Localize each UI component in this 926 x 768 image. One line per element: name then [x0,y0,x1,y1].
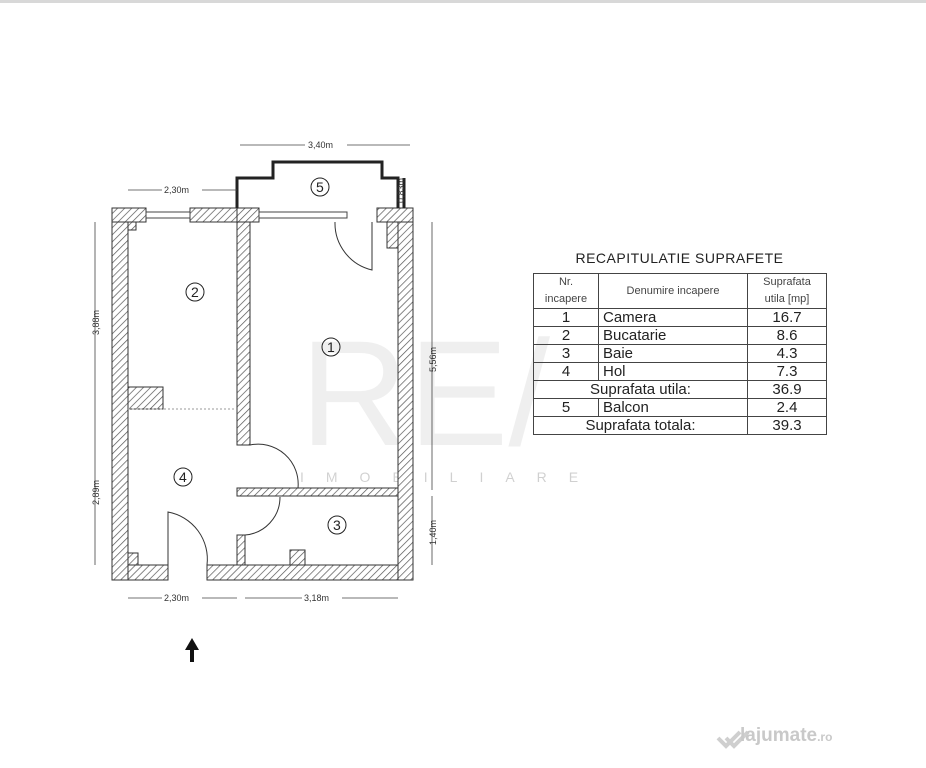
room-2-marker [185,282,205,302]
dim-balcony-depth: 0,83m [396,178,406,203]
dim-top-left: 2,30m [164,185,189,195]
dim-left-upper: 3,88m [91,310,101,335]
room-2-label: 2 [191,284,199,300]
useful-area-value: 36.9 [747,380,827,399]
room-1-label: 1 [327,339,335,355]
row-name: Hol [598,362,748,381]
room-5-label: 5 [316,179,324,195]
row-name: Camera [598,308,748,327]
site-watermark-tld: .ro [817,730,833,744]
recap-table: Nr. incapere Denumire incapere Suprafata… [533,273,827,435]
site-watermark: lajumate.ro [740,725,832,747]
balcony-outline [235,160,400,208]
row-name: Baie [598,344,748,363]
table-header: Nr. incapere Denumire incapere Suprafata… [533,273,827,309]
row-area: 16.7 [747,308,827,327]
dim-bottom-right: 3,18m [304,593,329,603]
top-border [0,0,926,3]
row-nr: 4 [533,362,599,381]
room-3-label: 3 [333,517,341,533]
room-4-marker [173,467,193,487]
row-nr: 1 [533,308,599,327]
total-area-value: 39.3 [747,416,827,435]
dim-left-lower: 2,89m [91,480,101,505]
header-name: Denumire incapere [598,273,748,309]
windows [145,211,348,219]
room-3-marker [327,515,347,535]
row-nr: 5 [533,398,599,417]
dim-right-lower: 1,40m [428,520,438,545]
row-area: 7.3 [747,362,827,381]
useful-area-row: Suprafata utila:36.9 [533,380,827,399]
row-name: Balcon [598,398,748,417]
room-4-label: 4 [179,469,187,485]
walls [111,207,414,581]
row-nr: 3 [533,344,599,363]
room-5-marker [310,177,330,197]
row-area: 8.6 [747,326,827,345]
row-name: Bucatarie [598,326,748,345]
total-area-label: Suprafata totala: [533,416,748,435]
row-area: 4.3 [747,344,827,363]
recap-title: RECAPITULATIE SUPRAFETE [575,250,784,266]
room-1-marker [321,337,341,357]
row-area: 2.4 [747,398,827,417]
total-area-row: Suprafata totala:39.3 [533,416,827,435]
dim-right-upper: 5,56m [428,347,438,372]
row-nr: 2 [533,326,599,345]
header-area: Suprafata utila [mp] [747,273,827,309]
arrow-up-icon [185,638,199,662]
site-watermark-name: lajumate [740,725,818,746]
doors [167,221,373,566]
header-nr: Nr. incapere [533,273,599,309]
useful-area-label: Suprafata utila: [533,380,748,399]
watermark-logo: RE/ [300,309,550,477]
watermark-sub: IMOBILIARE [300,469,600,485]
lajumate-logo-icon [716,730,750,749]
dim-balcony-width: 3,40m [308,140,333,150]
dim-bottom-left: 2,30m [164,593,189,603]
